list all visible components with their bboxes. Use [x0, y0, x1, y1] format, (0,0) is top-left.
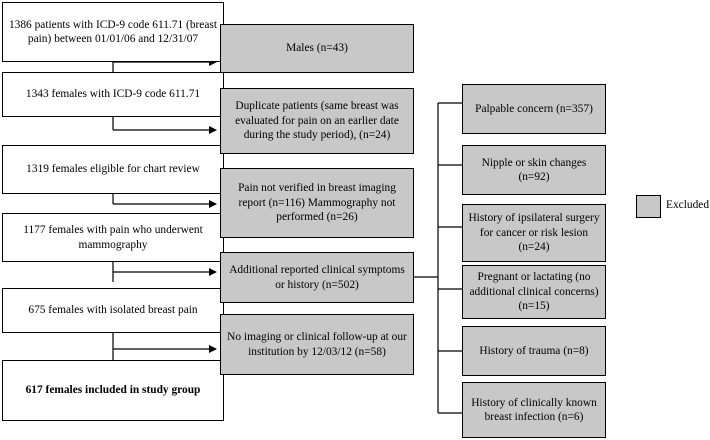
- main-box-4: 1177 females with pain who underwent mam…: [2, 213, 224, 262]
- main-box-2: 1343 females with ICD-9 code 611.71: [2, 72, 224, 117]
- excluded-box-4: Additional reported clinical symptoms or…: [220, 252, 414, 303]
- detail-box-3: History of ipsilateral surgery for cance…: [462, 204, 606, 262]
- detail-box-5: History of trauma (n=8): [462, 326, 606, 376]
- main-box-3: 1319 females eligible for chart review: [2, 145, 224, 194]
- main-box-6: 617 females included in study group: [2, 360, 224, 421]
- excluded-box-2: Duplicate patients (same breast was eval…: [220, 88, 414, 154]
- connector-4: [112, 262, 216, 282]
- excluded-box-5: No imaging or clinical follow-up at our …: [220, 314, 414, 375]
- connector-2: [112, 117, 216, 130]
- detail-box-6: History of clinically known breast infec…: [462, 382, 606, 438]
- connector-5: [112, 333, 216, 360]
- excluded-box-3: Pain not verified in breast imaging repo…: [220, 168, 414, 238]
- connector-1: [112, 62, 216, 72]
- legend-swatch: [636, 195, 661, 218]
- main-box-1: 1386 patients with ICD-9 code 611.71 (br…: [2, 2, 224, 62]
- detail-box-1: Palpable concern (n=357): [462, 84, 606, 134]
- detail-box-2: Nipple or skin changes (n=92): [462, 145, 606, 195]
- main-box-5: 675 females with isolated breast pain: [2, 288, 224, 333]
- legend-label: Excluded: [666, 199, 710, 211]
- detail-box-4: Pregnant or lactating (no additional cli…: [462, 265, 606, 319]
- excluded-box-1: Males (n=43): [220, 24, 414, 73]
- connector-3: [112, 194, 216, 204]
